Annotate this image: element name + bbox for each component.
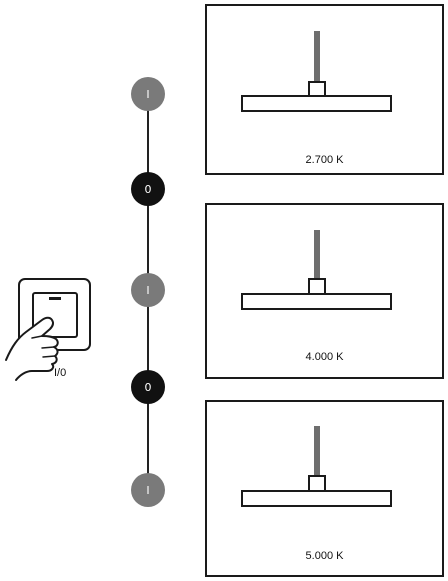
step-node-1-on: I bbox=[131, 77, 165, 111]
step-node-label: I bbox=[146, 283, 150, 297]
light-panel-3: 5.000 K bbox=[205, 400, 444, 577]
color-temperature-label: 5.000 K bbox=[305, 550, 344, 562]
hand-pressing-switch-icon bbox=[5, 278, 91, 381]
step-node-label: 0 bbox=[144, 380, 152, 394]
pendant-lamp-icon bbox=[241, 230, 392, 310]
pendant-lamp-icon bbox=[241, 31, 392, 112]
color-temperature-label: 4.000 K bbox=[305, 351, 344, 363]
color-temperature-label: 2.700 K bbox=[305, 154, 344, 166]
step-node-4-off: 0 bbox=[131, 370, 165, 404]
step-node-label: I bbox=[146, 87, 150, 101]
switch-caption: I/0 bbox=[54, 367, 67, 379]
wall-switch bbox=[2, 276, 98, 384]
step-node-label: I bbox=[146, 483, 150, 497]
step-node-3-on: I bbox=[131, 273, 165, 307]
light-panel-2: 4.000 K bbox=[205, 203, 444, 379]
step-node-5-on: I bbox=[131, 473, 165, 507]
step-node-2-off: 0 bbox=[131, 172, 165, 206]
light-panel-1: 2.700 K bbox=[205, 4, 444, 175]
step-node-label: 0 bbox=[144, 182, 152, 196]
pendant-lamp-icon bbox=[241, 426, 392, 507]
